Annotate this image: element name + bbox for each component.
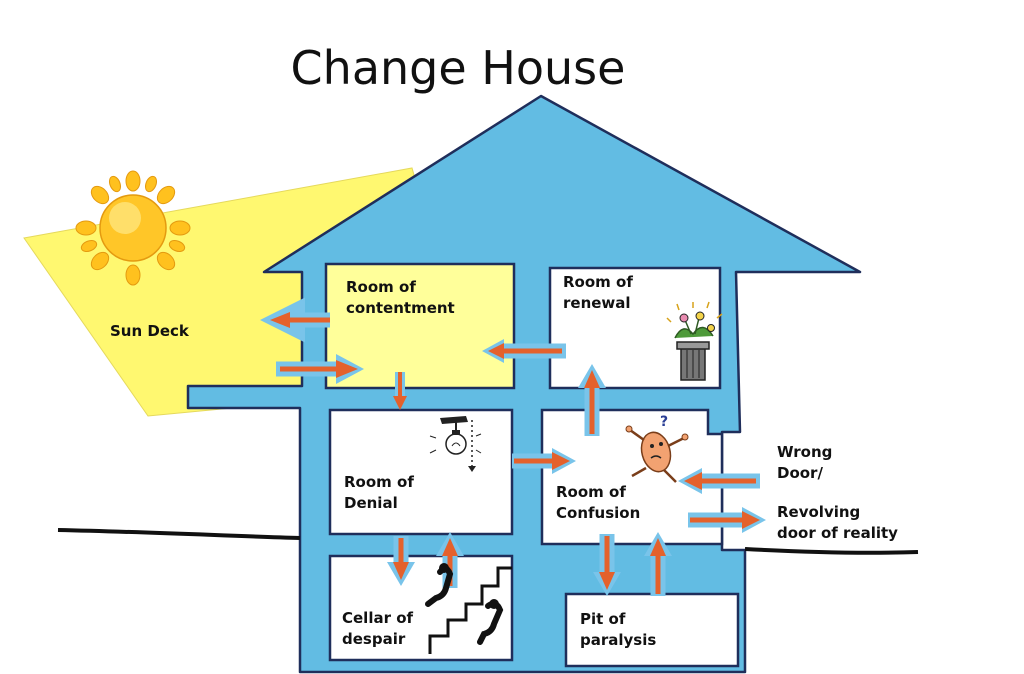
label-denial: Room of Denial bbox=[344, 473, 419, 512]
room-pit bbox=[564, 592, 740, 668]
room-denial bbox=[328, 408, 514, 536]
arrow-denial-to-cellar bbox=[387, 536, 415, 586]
falling-figure-icon bbox=[425, 563, 504, 645]
sun-icon bbox=[75, 170, 191, 286]
ground-line bbox=[57, 528, 301, 540]
flower-pot-icon bbox=[666, 301, 723, 381]
light-bulb-icon bbox=[429, 416, 482, 472]
page-title: Change House bbox=[291, 41, 626, 95]
arrow-contentment-to-denial bbox=[393, 372, 407, 410]
arrow-renewal-to-contentment bbox=[482, 339, 566, 363]
room-confusion bbox=[540, 408, 724, 546]
arrow-wrong-door-in bbox=[678, 468, 760, 494]
ground-line-right bbox=[744, 547, 919, 555]
arrow-confusion-to-renewal bbox=[578, 364, 606, 436]
label-renewal: Room of renewal bbox=[563, 273, 638, 312]
arrow-denial-to-confusion bbox=[512, 448, 576, 474]
label-confusion: Room of Confusion bbox=[556, 483, 640, 522]
label-revolving-door: Revolving door of reality bbox=[777, 503, 898, 542]
confused-figure-icon: ? bbox=[625, 414, 689, 483]
arrow-pit-to-confusion bbox=[644, 532, 672, 596]
label-pit: Pit of paralysis bbox=[580, 610, 656, 649]
label-cellar: Cellar of despair bbox=[342, 609, 418, 648]
arrow-confusion-to-pit bbox=[593, 534, 621, 596]
label-sun-deck: Sun Deck bbox=[110, 322, 190, 340]
stairs-icon bbox=[428, 566, 512, 654]
arrow-contentment-to-sundeck bbox=[260, 297, 330, 343]
label-wrong-door: Wrong Door/ bbox=[777, 443, 838, 482]
arrow-revolving-out bbox=[688, 507, 766, 533]
arrow-sundeck-to-contentment bbox=[276, 354, 364, 384]
svg-text:?: ? bbox=[660, 414, 668, 430]
label-contentment: Room of contentment bbox=[346, 278, 455, 317]
